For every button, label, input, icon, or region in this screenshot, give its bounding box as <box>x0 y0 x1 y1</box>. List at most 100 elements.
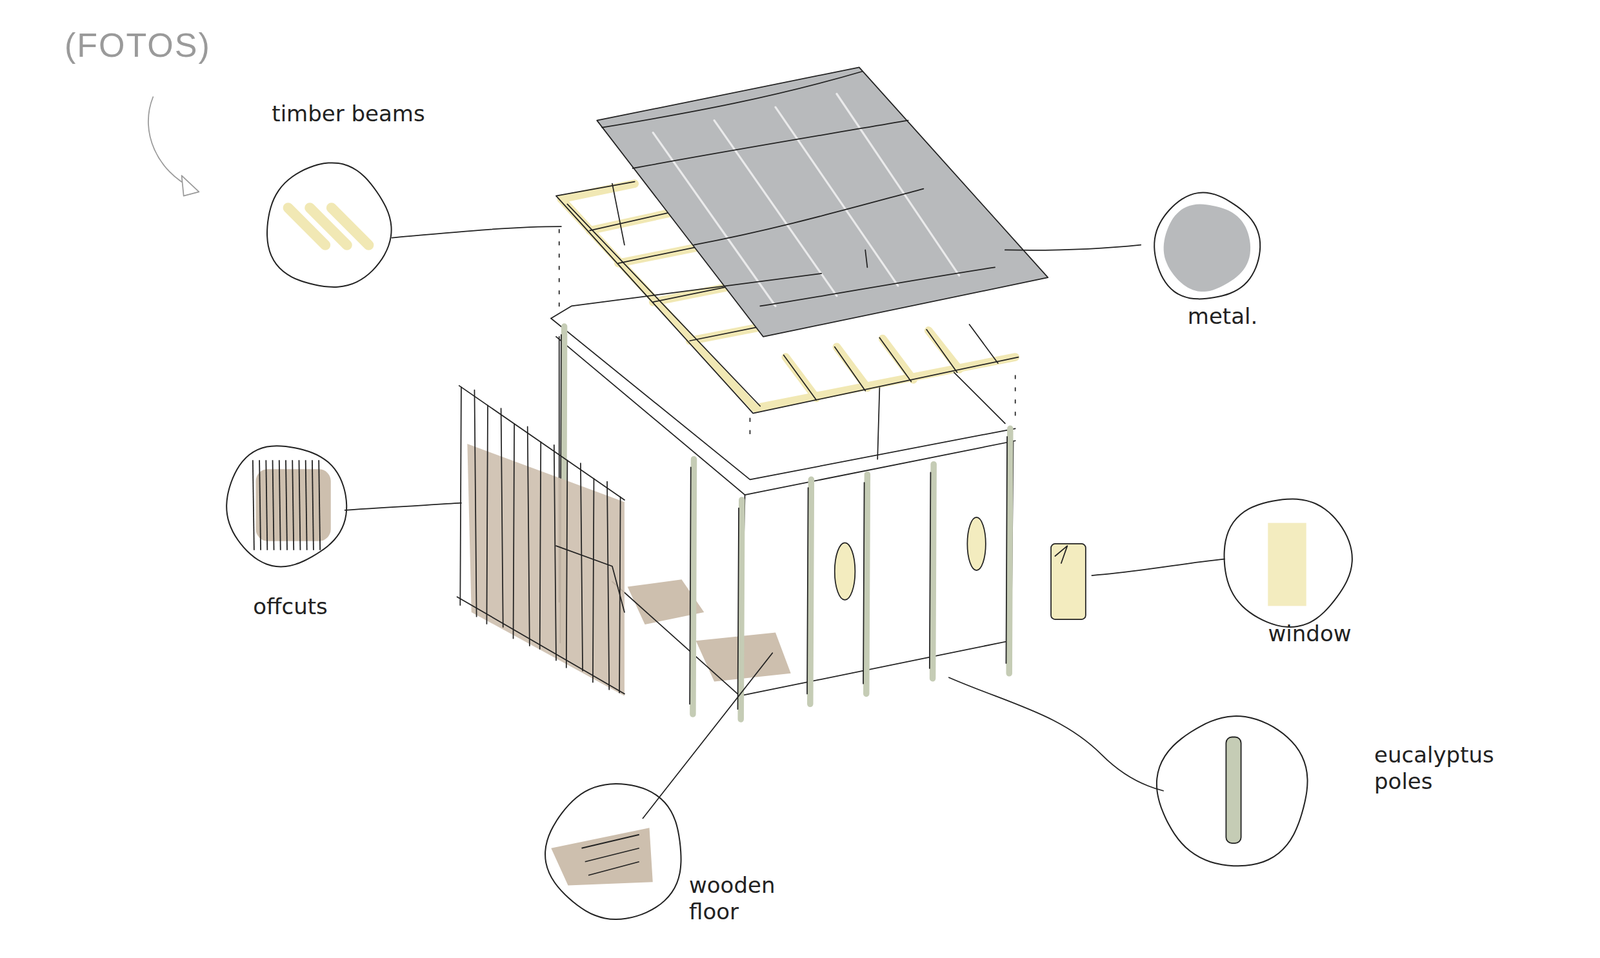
timber-rail <box>928 330 959 370</box>
material-label: metal. <box>1187 303 1258 330</box>
offcuts-board <box>312 460 314 551</box>
floor-board <box>585 848 640 862</box>
offcuts-board <box>279 460 281 551</box>
circle-outline <box>545 783 682 920</box>
roof-line <box>632 120 909 169</box>
floor-board <box>581 834 640 849</box>
leader-line <box>391 226 562 238</box>
timber-rail <box>754 357 1015 409</box>
fence-board <box>527 426 530 646</box>
fence-board <box>554 445 557 661</box>
fence-board <box>486 405 488 624</box>
window-shape <box>967 517 986 571</box>
beam-sample <box>331 207 370 246</box>
fence-board <box>474 390 477 617</box>
note-label: (FOTOS) <box>64 25 211 65</box>
leader-line <box>642 652 773 819</box>
fence-board <box>540 441 542 650</box>
offcuts-board <box>285 460 288 551</box>
leader-line <box>949 677 1164 791</box>
offcuts-board <box>265 460 268 551</box>
timber-rail <box>882 338 913 380</box>
floor-board <box>588 861 640 876</box>
pole-colour <box>810 479 812 704</box>
slab-line <box>550 318 1016 480</box>
callout-circle: offcuts <box>225 445 346 566</box>
circle-outline <box>1224 499 1353 628</box>
offcuts-board <box>318 460 320 551</box>
roof-highlights <box>652 94 959 307</box>
fence-board <box>460 387 462 606</box>
material-label: offcuts <box>252 593 328 620</box>
pole-colour <box>1009 428 1011 674</box>
offcuts-board <box>252 460 255 551</box>
material-label: window <box>1268 620 1352 648</box>
leader-line <box>1091 559 1225 576</box>
pole-colour <box>932 464 935 679</box>
offcuts-board <box>272 460 275 551</box>
offcuts-board <box>259 460 261 551</box>
offcuts-fence <box>460 387 620 693</box>
fence-board <box>580 463 583 671</box>
fence-board <box>592 478 595 683</box>
explode-guides <box>559 229 1016 439</box>
timber-rail <box>836 347 868 388</box>
pole-line <box>689 467 691 704</box>
frame-line <box>612 183 625 246</box>
slab-line <box>550 273 822 319</box>
circle-outline <box>1154 192 1260 300</box>
material-label: eucalyptus poles <box>1374 741 1495 795</box>
fotos-arrow <box>148 96 192 188</box>
callout-outline <box>1158 716 1309 866</box>
callout-circle: timber beams <box>266 164 391 289</box>
leader-line <box>1005 245 1141 251</box>
fence-board <box>501 408 504 628</box>
material-label: wooden floor <box>689 872 775 926</box>
callout-outline <box>266 164 391 289</box>
callout-circle: wooden floor <box>547 783 684 920</box>
pole-line <box>737 508 739 710</box>
window-shape <box>1050 543 1086 620</box>
house-drawing <box>148 67 1225 819</box>
metal-roof <box>596 67 1048 337</box>
roof-edge <box>954 372 1006 424</box>
circle-outline <box>1156 716 1308 866</box>
pole-colour <box>740 500 742 720</box>
material-label: timber beams <box>271 100 425 128</box>
timber-rail <box>561 183 635 200</box>
pole-line <box>929 472 931 669</box>
window-shape <box>834 542 856 600</box>
roof-line <box>865 249 868 268</box>
eucalyptus-poles <box>560 326 1010 720</box>
fence-brace <box>556 545 625 613</box>
pole-sample <box>1225 736 1241 844</box>
timber-rail <box>785 357 817 399</box>
pole-colour <box>692 459 695 715</box>
pole-line <box>863 482 865 684</box>
fence-rail <box>457 385 625 695</box>
metal-sample <box>1163 204 1251 292</box>
callout-outline <box>547 783 684 920</box>
callout-outline <box>1223 497 1351 626</box>
leader-lines <box>345 226 1225 819</box>
fence-board <box>607 481 610 690</box>
offcuts-fill <box>467 443 625 697</box>
floor-edge <box>612 581 740 697</box>
offcuts-board <box>292 460 294 551</box>
wall-edge <box>877 387 880 460</box>
window-mark <box>1054 545 1068 564</box>
callout-outline <box>1153 194 1260 300</box>
pole-line <box>807 487 809 694</box>
offcuts-board <box>305 460 308 551</box>
roof-lines <box>601 71 995 307</box>
fence-board <box>513 423 515 639</box>
offcuts-board <box>298 460 300 551</box>
leader-line <box>345 503 462 511</box>
floor-edge <box>740 640 1011 696</box>
window-sample <box>1267 523 1306 607</box>
guide-line <box>558 229 560 307</box>
fotos-arrowhead <box>181 175 200 197</box>
callout-circle: eucalyptus poles <box>1158 716 1309 866</box>
